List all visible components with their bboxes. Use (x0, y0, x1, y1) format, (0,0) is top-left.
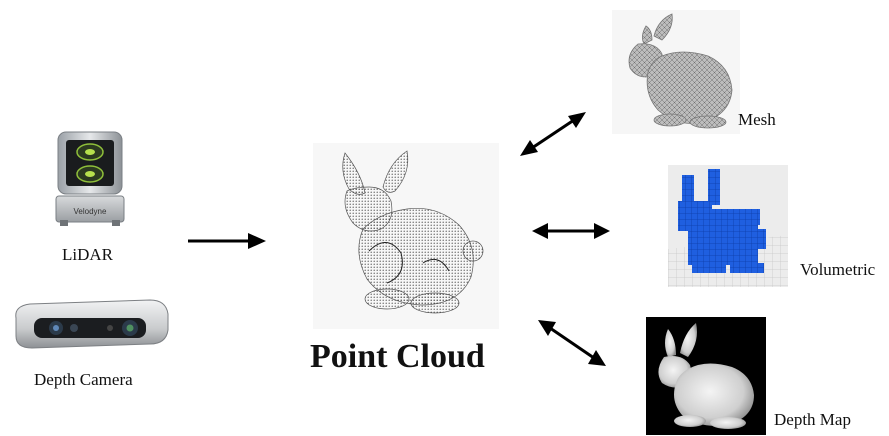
depth-camera-label: Depth Camera (34, 370, 133, 390)
volumetric-arrow (530, 220, 612, 242)
voxel-bunny-image (668, 165, 788, 287)
depth-map-arrow (536, 318, 608, 368)
volumetric-label: Volumetric (800, 260, 875, 280)
point-cloud-bunny-image (313, 143, 499, 329)
mesh-bunny-image (612, 10, 740, 134)
lidar-label: LiDAR (62, 245, 113, 265)
depth-map-label: Depth Map (774, 410, 851, 430)
lidar-sensor-icon: Velodyne (52, 128, 128, 230)
lidar-brand-text: Velodyne (74, 207, 107, 216)
point-cloud-title: Point Cloud (310, 338, 485, 376)
depth-camera-icon (10, 296, 170, 352)
input-arrow (186, 230, 268, 252)
mesh-arrow (518, 108, 588, 160)
depth-map-bunny-image (646, 317, 766, 435)
mesh-label: Mesh (738, 110, 776, 130)
